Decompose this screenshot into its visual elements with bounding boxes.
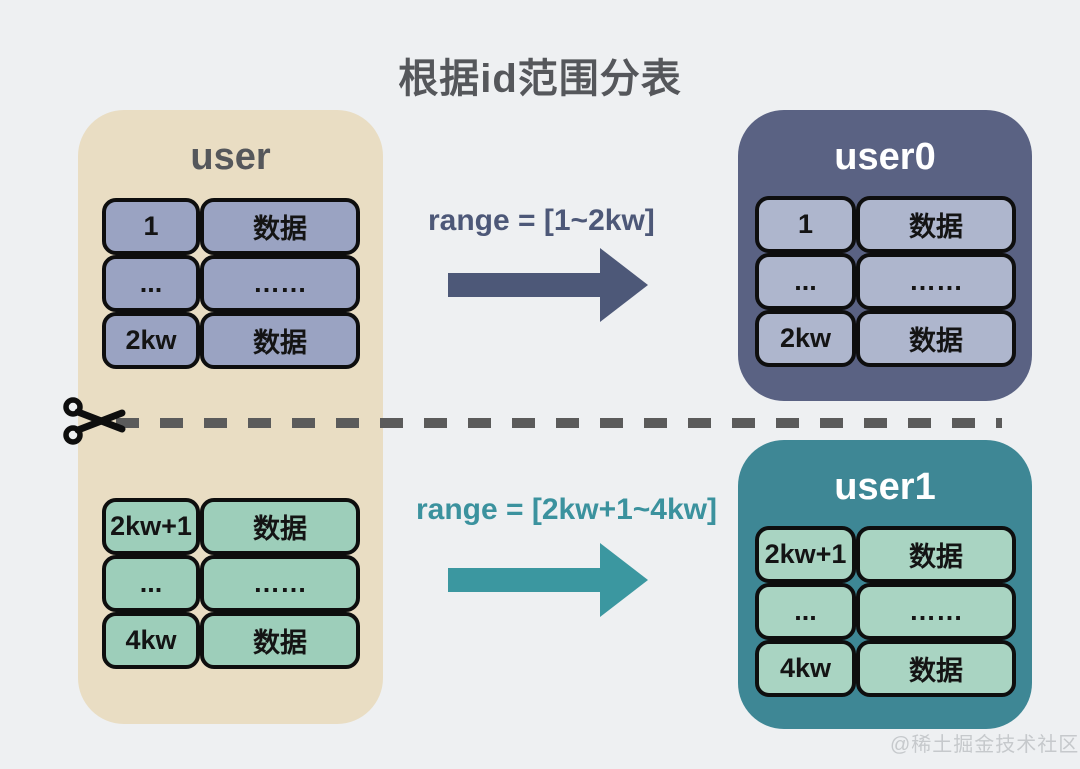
table-cell-value: 数据 — [856, 526, 1016, 583]
table-cell-value: 数据 — [200, 612, 360, 669]
table-cell-value: 数据 — [200, 498, 360, 555]
source-table-label: user — [190, 136, 271, 178]
table-cell-id: 2kw+1 — [755, 526, 856, 583]
shard-user0-table: 1 数据 ... …… 2kw 数据 — [755, 196, 1016, 367]
table-cell-id: ... — [102, 255, 200, 312]
table-cell-id: ... — [755, 583, 856, 640]
table-cell-value: …… — [856, 253, 1016, 310]
table-cell-id: ... — [102, 555, 200, 612]
table-cell-value: …… — [856, 583, 1016, 640]
shard-user0-box: user0 1 数据 ... …… 2kw 数据 — [738, 110, 1032, 401]
table-cell-id: ... — [755, 253, 856, 310]
source-top-table: 1 数据 ... …… 2kw 数据 — [102, 198, 360, 369]
range-label-user1: range = [2kw+1~4kw] — [416, 493, 717, 526]
table-cell-value: 数据 — [200, 198, 360, 255]
shard-user0-label: user0 — [834, 136, 936, 178]
table-cell-id: 1 — [102, 198, 200, 255]
cut-dashed-line — [116, 418, 1002, 428]
arrow-right-icon — [448, 248, 648, 322]
range-label-user0: range = [1~2kw] — [428, 204, 655, 237]
table-cell-id: 1 — [755, 196, 856, 253]
table-cell-id: 2kw+1 — [102, 498, 200, 555]
shard-user1-label: user1 — [834, 466, 936, 508]
table-cell-id: 2kw — [755, 310, 856, 367]
table-cell-value: 数据 — [856, 640, 1016, 697]
table-cell-value: …… — [200, 555, 360, 612]
table-cell-value: …… — [200, 255, 360, 312]
table-cell-id: 4kw — [102, 612, 200, 669]
shard-user1-box: user1 2kw+1 数据 ... …… 4kw 数据 — [738, 440, 1032, 729]
watermark: @稀土掘金技术社区 — [890, 734, 1080, 756]
arrow-right-icon — [448, 543, 648, 617]
source-table-box: user 1 数据 ... …… 2kw 数据 2kw+1 数据 ... …… … — [78, 110, 383, 724]
table-cell-value: 数据 — [856, 196, 1016, 253]
source-bottom-table: 2kw+1 数据 ... …… 4kw 数据 — [102, 498, 360, 669]
shard-user1-table: 2kw+1 数据 ... …… 4kw 数据 — [755, 526, 1016, 697]
scissors-icon — [63, 397, 126, 445]
page-title: 根据id范围分表 — [398, 57, 682, 101]
table-cell-id: 2kw — [102, 312, 200, 369]
table-cell-value: 数据 — [200, 312, 360, 369]
table-cell-id: 4kw — [755, 640, 856, 697]
table-cell-value: 数据 — [856, 310, 1016, 367]
